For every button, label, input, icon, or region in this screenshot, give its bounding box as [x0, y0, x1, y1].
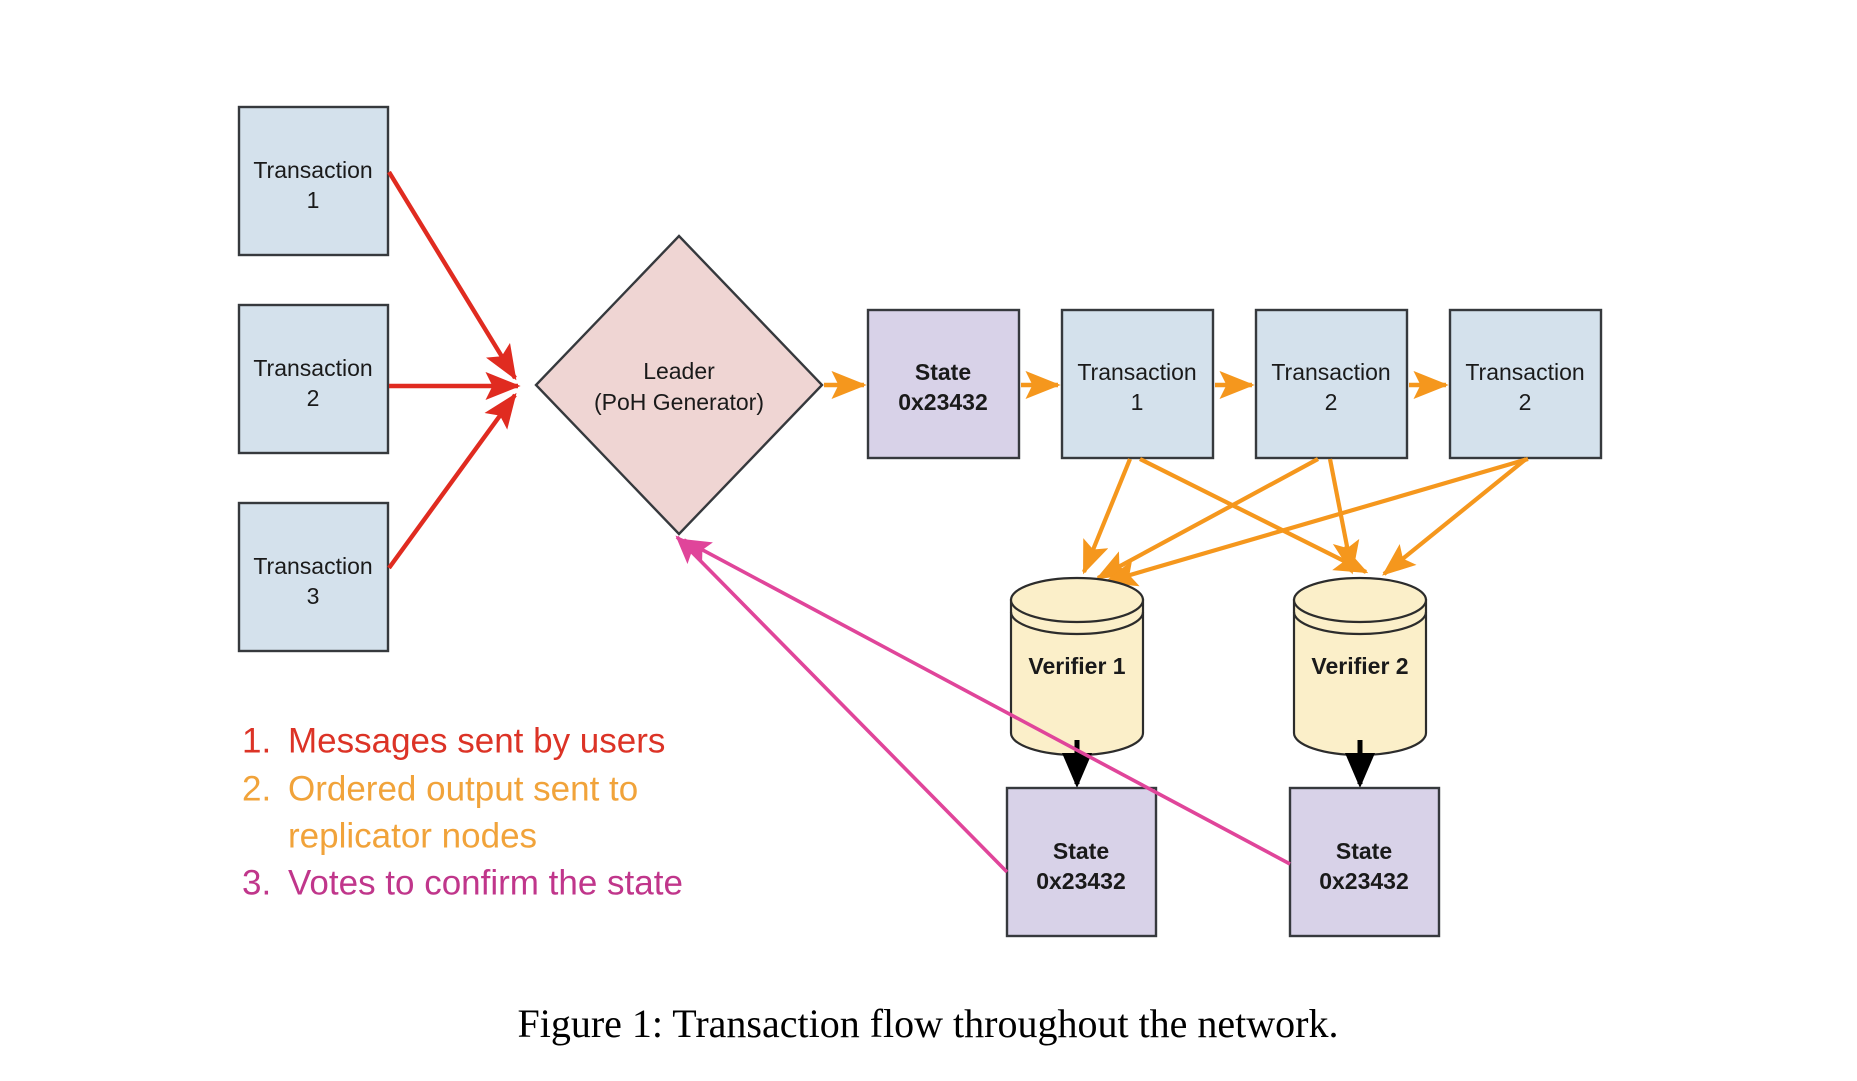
ledger-transaction-1-line2: 1 [1131, 389, 1144, 415]
verifier-2-node[interactable]: Verifier 2 [1292, 576, 1428, 757]
ledger-transaction-3-line2: 2 [1519, 389, 1532, 415]
ledger-state-0x23432[interactable]: State 0x23432 [866, 308, 1021, 460]
red-arrow-from-transaction-3 [387, 392, 517, 570]
orange-arrow-tx2-to-verifier-1 [1095, 457, 1319, 580]
verifier-2-label: Verifier 2 [1311, 653, 1408, 679]
orange-arrow-tx1-to-verifier-2 [1139, 457, 1369, 574]
ledger-transaction-1[interactable]: Transaction 1 [1060, 308, 1215, 460]
legend-item-3: 3. Votes to confirm the state [242, 863, 683, 902]
verifier-1-state-line1: State [1053, 838, 1109, 864]
legend-item-1: 1. Messages sent by users [242, 721, 665, 760]
verifier-2-state-box[interactable]: State 0x23432 [1288, 786, 1441, 938]
input-transaction-1-line2: 1 [307, 187, 320, 213]
orange-arrow-tx3-to-verifier-1 [1103, 456, 1529, 587]
magenta-arrow-state-1-to-leader [675, 535, 1009, 874]
ledger-transaction-3[interactable]: Transaction 2 [1448, 308, 1603, 460]
verifier-output-arrows [1062, 740, 1375, 789]
ledger-state-line1: State [915, 359, 971, 385]
legend-item-1-text: Messages sent by users [288, 721, 665, 760]
legend-item-2-text: Ordered output sent to [288, 769, 638, 808]
orange-replication-arrows [1082, 456, 1529, 587]
input-transaction-1[interactable]: Transaction 1 [237, 105, 390, 257]
input-transaction-2[interactable]: Transaction 2 [237, 303, 390, 455]
orange-arrow-tx3-to-verifier-2 [1382, 457, 1528, 576]
legend-item-2-text-continued: replicator nodes [288, 816, 537, 855]
red-message-arrows [387, 170, 521, 570]
legend-item-2-number: 2. [242, 769, 271, 808]
input-transaction-3-line1: Transaction [253, 553, 372, 579]
ledger-transaction-1-line1: Transaction [1077, 359, 1196, 385]
magenta-arrow-state-2-to-leader [682, 538, 1291, 866]
input-transaction-2-line1: Transaction [253, 355, 372, 381]
ledger-transaction-2[interactable]: Transaction 2 [1254, 308, 1409, 460]
input-transaction-3-line2: 3 [307, 583, 320, 609]
verifier-2-state-line1: State [1336, 838, 1392, 864]
leader-node[interactable]: Leader (PoH Generator) [534, 234, 824, 536]
red-arrow-from-transaction-1 [387, 170, 517, 381]
ledger-transaction-2-line1: Transaction [1271, 359, 1390, 385]
verifier-1-node[interactable]: Verifier 1 [1009, 576, 1145, 757]
verifier-1-state-line2: 0x23432 [1036, 868, 1126, 894]
input-transaction-1-line1: Transaction [253, 157, 372, 183]
ledger-state-line2: 0x23432 [898, 389, 988, 415]
leader-label-line1: Leader [643, 358, 715, 384]
legend-item-3-text: Votes to confirm the state [288, 863, 683, 902]
ledger-transaction-2-line2: 2 [1325, 389, 1338, 415]
ledger-transaction-3-line1: Transaction [1465, 359, 1584, 385]
verifier-2-state-line2: 0x23432 [1319, 868, 1409, 894]
legend: 1. Messages sent by users 2. Ordered out… [242, 721, 683, 902]
leader-label-line2: (PoH Generator) [594, 389, 764, 415]
legend-item-3-number: 3. [242, 863, 271, 902]
input-transaction-2-line2: 2 [307, 385, 320, 411]
input-transaction-3[interactable]: Transaction 3 [237, 501, 390, 653]
verifier-1-label: Verifier 1 [1028, 653, 1125, 679]
legend-item-1-number: 1. [242, 721, 271, 760]
legend-item-2: 2. Ordered output sent to replicator nod… [242, 769, 638, 855]
orange-arrow-tx1-to-verifier-1 [1082, 458, 1132, 575]
magenta-vote-arrows [675, 535, 1291, 874]
verifier-1-state-box[interactable]: State 0x23432 [1005, 786, 1158, 938]
figure-caption: Figure 1: Transaction flow throughout th… [517, 1001, 1338, 1046]
